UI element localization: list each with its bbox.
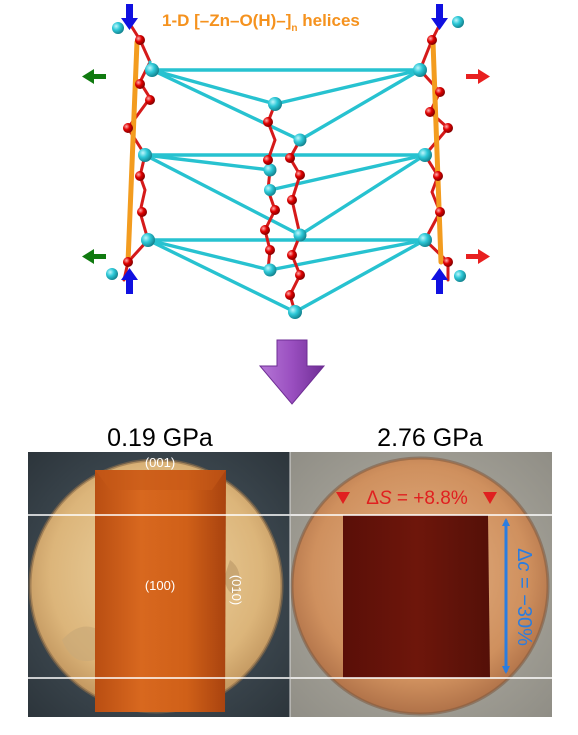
expansion-arrow-icon [466, 249, 490, 264]
compression-arrow-icon [431, 268, 448, 294]
delta-s-label: ΔS = +8.8% [366, 488, 468, 509]
zn-atoms [106, 16, 466, 319]
expansion-arrow-icon [82, 69, 106, 84]
face-label-100: (100) [145, 578, 175, 593]
delta-s-marker-left [336, 492, 350, 504]
compression-arrow-icon [121, 268, 138, 294]
compression-arrow-icon [121, 4, 138, 30]
left-pressure-label: 0.19 GPa [107, 424, 213, 452]
right-crystal [343, 515, 490, 678]
central-helix-chains [263, 102, 302, 314]
compression-arrow-icon [431, 4, 448, 30]
face-label-010: (010) [229, 575, 244, 605]
helix-title: 1-D [–Zn–O(H)–]n helices [162, 11, 360, 34]
left-crystal [95, 470, 226, 712]
helix-axis-rods [125, 39, 444, 265]
right-expansion-arrows [466, 69, 490, 264]
right-photo-panel: ΔS = +8.8% Δc = −30% [290, 452, 552, 717]
delta-s-marker-right [483, 492, 497, 504]
big-down-arrow-icon [258, 339, 326, 405]
left-photo-panel: (001) (100) (010) [28, 452, 290, 717]
expansion-arrow-icon [82, 249, 106, 264]
face-label-001: (001) [145, 455, 175, 470]
o-atoms [123, 35, 453, 300]
helix-structure-diagram: 1-D [–Zn–O(H)–]n helices [82, 4, 490, 319]
left-expansion-arrows [82, 69, 106, 264]
expansion-arrow-icon [466, 69, 490, 84]
compression-arrows [121, 4, 448, 294]
delta-c-label: Δc = −30% [513, 548, 535, 646]
zn-zn-bonds [143, 68, 427, 314]
right-pressure-label: 2.76 GPa [377, 424, 483, 452]
